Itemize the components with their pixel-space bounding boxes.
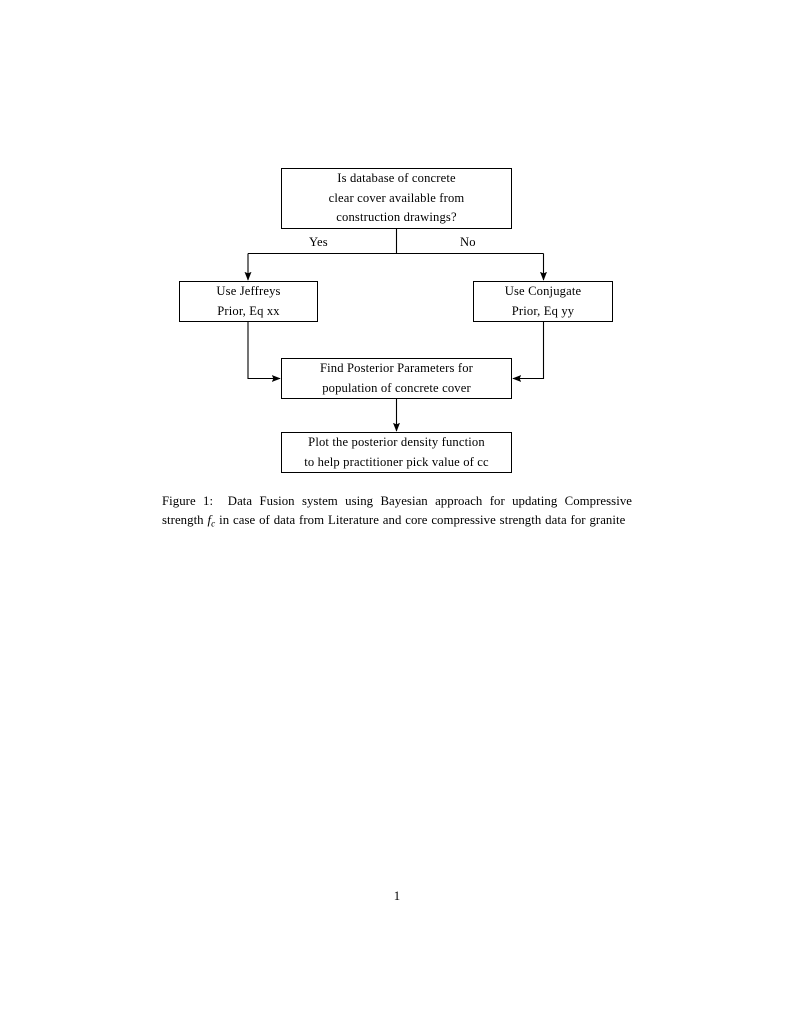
flow-edge-label-no: No xyxy=(458,235,478,249)
flow-node-plot-line2: to help practitioner pick value of cc xyxy=(304,454,489,469)
flow-node-question[interactable]: Is database of concrete clear cover avai… xyxy=(281,168,512,229)
flow-node-conjugate-line2: Prior, Eq yy xyxy=(511,303,575,318)
flow-node-conjugate-prior[interactable]: Use Conjugate Prior, Eq yy xyxy=(473,281,613,322)
figure-caption-text-before: Data Fusion system using Bayesian approa… xyxy=(162,494,632,527)
figure-caption-math-subscript: c xyxy=(211,518,216,529)
connector-jeffreys-to-posterior xyxy=(247,322,281,382)
flow-node-plot-density[interactable]: Plot the posterior density function to h… xyxy=(281,432,512,473)
figure-caption-text-after: in case of data from Literature and core… xyxy=(219,512,626,527)
flow-node-plot-line1: Plot the posterior density function xyxy=(308,434,485,449)
flow-node-question-line2: clear cover available from xyxy=(328,190,465,205)
flow-edge-label-yes: Yes xyxy=(307,235,330,249)
flow-node-jeffreys-prior[interactable]: Use Jeffreys Prior, Eq xx xyxy=(179,281,318,322)
page-number: 1 xyxy=(393,889,401,903)
figure-caption: Figure 1: Data Fusion system using Bayes… xyxy=(162,492,632,531)
figure-caption-label: Figure 1: xyxy=(162,494,214,508)
flow-node-posterior-line2: population of concrete cover xyxy=(322,380,471,395)
figure-caption-math-base: f xyxy=(207,512,212,527)
flow-node-posterior-line1: Find Posterior Parameters for xyxy=(320,360,473,375)
connector-conjugate-to-posterior xyxy=(512,322,545,382)
figure-caption-space-1 xyxy=(213,494,228,508)
figure-caption-math-fc: fc xyxy=(207,512,216,529)
flow-node-question-line3: construction drawings? xyxy=(336,210,457,225)
flowchart-connectors xyxy=(244,229,547,432)
flow-node-question-line1: Is database of concrete xyxy=(337,171,456,186)
flow-node-jeffreys-line1: Use Jeffreys xyxy=(216,283,281,298)
flow-node-conjugate-line1: Use Conjugate xyxy=(504,283,582,298)
figure-flowchart: Is database of concrete clear cover avai… xyxy=(0,0,794,490)
flow-node-jeffreys-line2: Prior, Eq xx xyxy=(217,303,280,318)
flow-node-find-posterior[interactable]: Find Posterior Parameters for population… xyxy=(281,358,512,399)
